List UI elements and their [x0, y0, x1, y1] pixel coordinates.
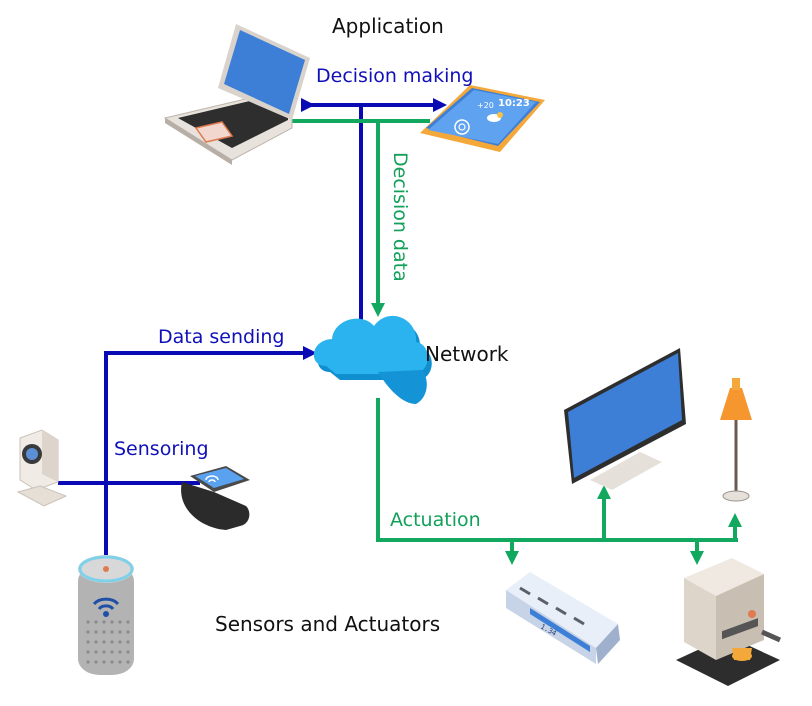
phone-temp-text: +20 [477, 101, 494, 110]
laptop-icon [163, 24, 310, 165]
decision-data-label: Decision data [389, 152, 411, 282]
application-label: Application [332, 14, 444, 38]
smartwatch-icon [181, 466, 250, 530]
data-sending-arrow [104, 346, 317, 555]
network-label: Network [425, 342, 509, 366]
sensoring-label: Sensoring [114, 438, 209, 460]
phone-icon: 10:23 +20 [420, 85, 545, 152]
diagram-labels: Application Decision making Decision dat… [114, 14, 509, 636]
tv-icon [564, 348, 686, 490]
cloud-icon [313, 315, 432, 404]
actuation-label: Actuation [390, 509, 481, 531]
smart-speaker-icon [78, 555, 134, 675]
phone-time-text: 10:23 [498, 98, 530, 109]
data-sending-label: Data sending [158, 326, 284, 348]
lamp-icon [720, 378, 752, 502]
coffee-machine-icon [676, 558, 782, 686]
air-conditioner-icon: 1.34 [506, 572, 620, 664]
decision-making-label: Decision making [316, 65, 473, 87]
actuation-line [376, 398, 738, 542]
connection-lines [58, 98, 742, 565]
sensors-actuators-label: Sensors and Actuators [215, 612, 440, 636]
camera-icon [16, 429, 68, 507]
